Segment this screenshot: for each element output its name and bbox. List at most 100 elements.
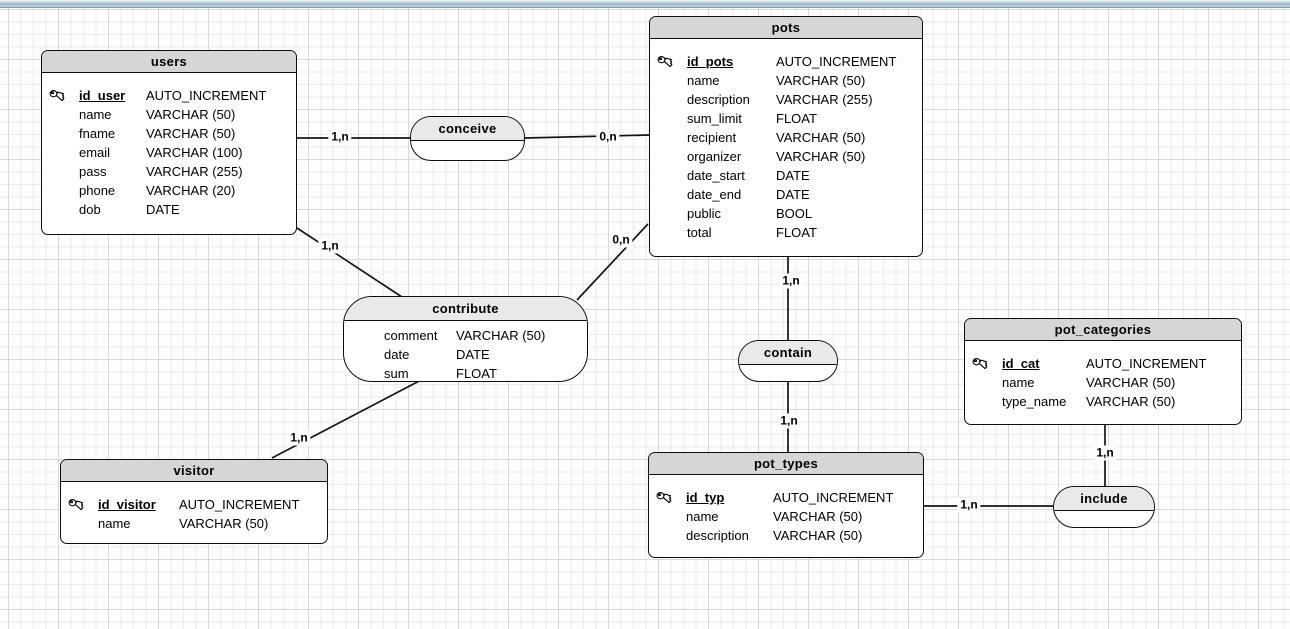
entity-pot-types[interactable]: pot_types id_typ AUTO_INCREMENT name VAR… [648, 452, 924, 558]
table-row: name VARCHAR (50) [42, 105, 296, 124]
field-name: name [1002, 375, 1035, 390]
field-type: BOOL [776, 206, 813, 221]
primary-key-icon [657, 55, 687, 69]
field-name: organizer [687, 149, 742, 164]
window-top-edge [0, 0, 1290, 8]
table-row: type_name VARCHAR (50) [965, 392, 1241, 411]
table-row: comment VARCHAR (50) [344, 326, 587, 345]
entity-title: users [42, 51, 296, 73]
cardinality-label: 1,n [318, 238, 342, 254]
relation-conceive[interactable]: conceive [410, 116, 525, 161]
relation-body [411, 141, 524, 146]
field-type: FLOAT [776, 111, 817, 126]
table-row: date_end DATE [650, 185, 922, 204]
field-type: VARCHAR (255) [776, 92, 873, 107]
field-type: DATE [456, 347, 490, 362]
cardinality-label: 0,n [609, 232, 633, 248]
field-name: id_cat [1002, 356, 1040, 371]
table-row: id_visitor AUTO_INCREMENT [61, 495, 327, 514]
field-name: pass [79, 164, 107, 179]
primary-key-icon [49, 89, 79, 103]
table-row: id_typ AUTO_INCREMENT [649, 488, 923, 507]
cardinality-label: 1,n [1093, 445, 1117, 461]
field-type: VARCHAR (255) [146, 164, 243, 179]
field-type: VARCHAR (50) [1086, 375, 1176, 390]
line-users-contribute [296, 227, 403, 298]
table-row: name VARCHAR (50) [61, 514, 327, 533]
primary-key-icon [656, 491, 686, 505]
line-contribute-visitor [271, 378, 424, 459]
relation-body: comment VARCHAR (50) date DATE sum FLOAT [344, 321, 587, 381]
field-name: name [687, 73, 720, 88]
field-name: public [687, 206, 721, 221]
field-name: date [384, 347, 410, 362]
field-name: dob [79, 202, 101, 217]
table-row: date DATE [344, 345, 587, 364]
field-type: AUTO_INCREMENT [179, 497, 300, 512]
table-row: fname VARCHAR (50) [42, 124, 296, 143]
table-row: id_pots AUTO_INCREMENT [650, 52, 922, 71]
table-row: email VARCHAR (100) [42, 143, 296, 162]
entity-title: pots [650, 17, 922, 39]
field-name: total [687, 225, 712, 240]
primary-key-icon [972, 357, 1002, 371]
field-name: phone [79, 183, 116, 198]
table-row: description VARCHAR (50) [649, 526, 923, 545]
field-name: comment [384, 328, 438, 343]
field-type: VARCHAR (100) [146, 145, 243, 160]
entity-fields: id_user AUTO_INCREMENT name VARCHAR (50)… [42, 73, 296, 219]
table-row: pass VARCHAR (255) [42, 162, 296, 181]
relation-title: contribute [344, 297, 587, 321]
table-row: description VARCHAR (255) [650, 90, 922, 109]
relation-contain[interactable]: contain [738, 340, 838, 382]
table-row: phone VARCHAR (20) [42, 181, 296, 200]
entity-title: pot_categories [965, 319, 1241, 341]
field-type: VARCHAR (50) [773, 509, 863, 524]
entity-pots[interactable]: pots id_pots AUTO_INCREMENT name VARCHAR… [649, 16, 923, 257]
table-row: id_user AUTO_INCREMENT [42, 86, 296, 105]
field-name: sum_limit [687, 111, 742, 126]
table-row: name VARCHAR (50) [650, 71, 922, 90]
relation-title: contain [739, 341, 837, 365]
field-name: type_name [1002, 394, 1067, 409]
field-name: sum [384, 366, 409, 381]
relation-contribute[interactable]: contribute comment VARCHAR (50) date DAT… [343, 296, 588, 382]
field-type: VARCHAR (50) [776, 149, 866, 164]
table-row: recipient VARCHAR (50) [650, 128, 922, 147]
field-type: VARCHAR (50) [146, 107, 236, 122]
cardinality-label: 1,n [957, 497, 981, 513]
field-name: id_pots [687, 54, 734, 69]
entity-users[interactable]: users id_user AUTO_INCREMENT name VARCHA… [41, 50, 297, 235]
field-name: id_visitor [98, 497, 156, 512]
cardinality-label: 1,n [779, 273, 803, 289]
line-conceive-pots [524, 134, 650, 139]
field-name: email [79, 145, 111, 160]
table-row: public BOOL [650, 204, 922, 223]
cardinality-label: 0,n [596, 129, 620, 145]
field-name: id_user [79, 88, 126, 103]
field-type: VARCHAR (20) [146, 183, 236, 198]
entity-title: visitor [61, 460, 327, 482]
field-type: FLOAT [776, 225, 817, 240]
field-name: date_end [687, 187, 742, 202]
field-name: fname [79, 126, 116, 141]
field-type: DATE [146, 202, 180, 217]
relation-body [739, 365, 837, 370]
field-type: VARCHAR (50) [776, 73, 866, 88]
field-type: DATE [776, 187, 810, 202]
entity-title: pot_types [649, 453, 923, 475]
cardinality-label: 1,n [777, 413, 801, 429]
field-type: DATE [776, 168, 810, 183]
field-name: name [686, 509, 719, 524]
table-row: sum FLOAT [344, 364, 587, 381]
field-type: AUTO_INCREMENT [146, 88, 267, 103]
cardinality-label: 1,n [328, 129, 352, 145]
relation-include[interactable]: include [1053, 486, 1155, 528]
entity-fields: id_cat AUTO_INCREMENT name VARCHAR (50) … [965, 341, 1241, 411]
entity-visitor[interactable]: visitor id_visitor AUTO_INCREMENT name V… [60, 459, 328, 544]
entity-pot-categories[interactable]: pot_categories id_cat AUTO_INCREMENT nam… [964, 318, 1242, 425]
entity-fields: id_visitor AUTO_INCREMENT name VARCHAR (… [61, 482, 327, 533]
field-name: name [98, 516, 131, 531]
field-name: id_typ [686, 490, 725, 505]
